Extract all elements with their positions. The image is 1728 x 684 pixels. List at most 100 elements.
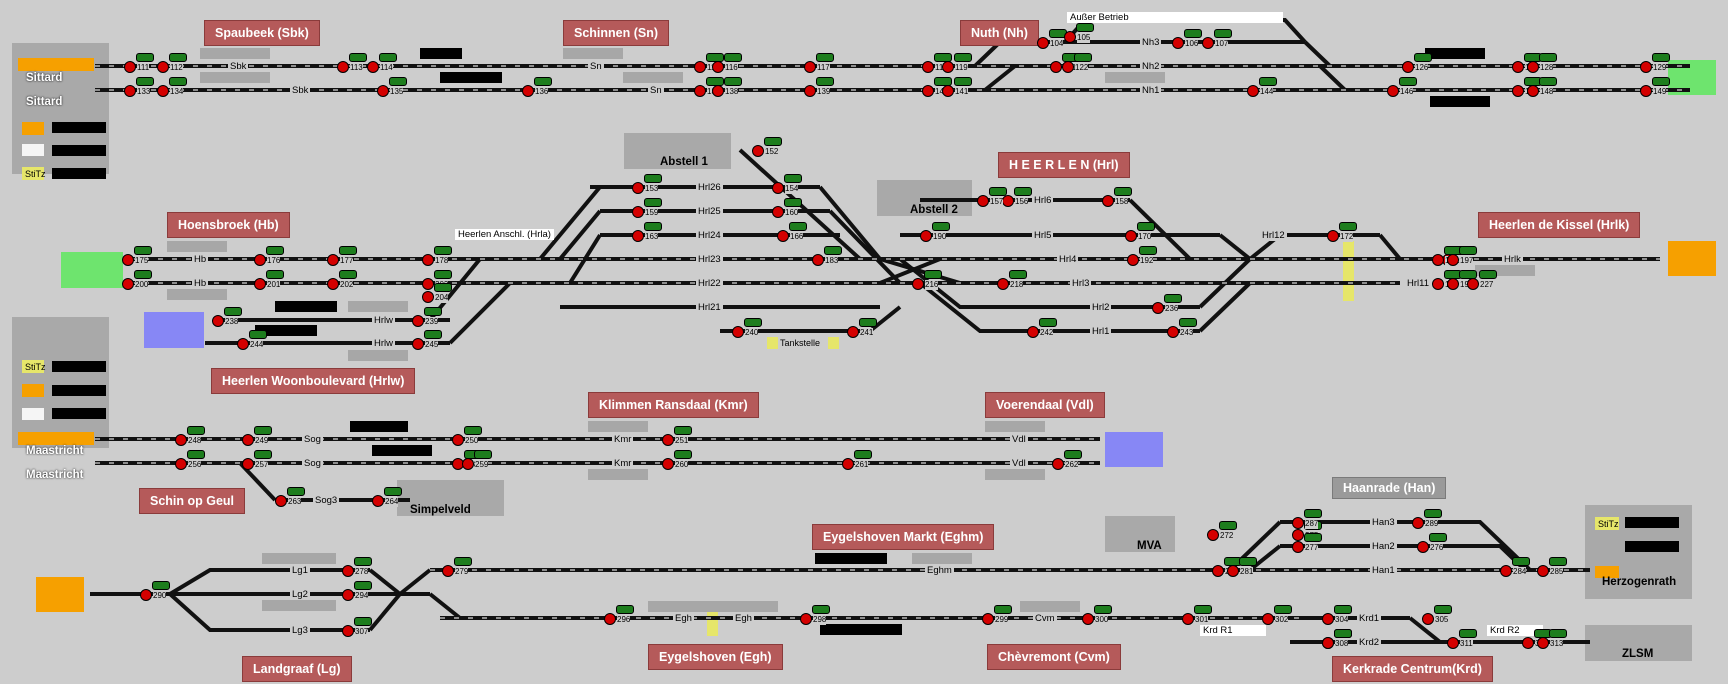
signal-197[interactable]: 197 bbox=[1447, 246, 1487, 272]
signal-140[interactable]: 140 bbox=[922, 77, 962, 103]
exit-pad-kissel-orange[interactable] bbox=[1668, 241, 1716, 276]
signal-256[interactable]: 256 bbox=[175, 450, 215, 476]
signal-287[interactable]: 287 bbox=[1292, 509, 1332, 535]
marker-yellow-tankstelle-a[interactable] bbox=[767, 337, 778, 349]
track-lg1[interactable]: Lg1 bbox=[290, 565, 310, 576]
signal-259[interactable]: 259 bbox=[462, 450, 502, 476]
route-block-1[interactable] bbox=[420, 48, 462, 59]
signal-129[interactable]: 129 bbox=[1640, 53, 1680, 79]
signal-238[interactable]: 238 bbox=[212, 307, 252, 333]
exit-pad-herzogenrath-yellow[interactable] bbox=[1595, 517, 1619, 530]
signal-126[interactable]: 126 bbox=[1402, 53, 1442, 79]
signal-262[interactable]: 262 bbox=[1052, 450, 1092, 476]
signal-105[interactable]: 105 bbox=[1064, 23, 1104, 49]
signal-248[interactable]: 248 bbox=[175, 426, 215, 452]
exit-pad-hoensbroek-green[interactable] bbox=[61, 252, 123, 288]
signal-112[interactable]: 112 bbox=[157, 53, 197, 79]
signal-251[interactable]: 251 bbox=[662, 426, 702, 452]
signal-158[interactable]: 158 bbox=[1102, 187, 1142, 213]
exit-pad-stitz-yellow[interactable] bbox=[22, 167, 44, 180]
track-hrl11[interactable]: Hrl11 bbox=[1405, 278, 1431, 289]
signal-133[interactable]: 133 bbox=[124, 77, 164, 103]
track-vdl-2[interactable]: Vdl bbox=[1010, 458, 1028, 469]
route-block-5[interactable] bbox=[275, 301, 337, 312]
signal-128[interactable]: 128 bbox=[1527, 53, 1567, 79]
signal-276[interactable]: 276 bbox=[1417, 533, 1457, 559]
track-krd2[interactable]: Krd2 bbox=[1357, 637, 1382, 648]
track-nh1[interactable]: Nh1 bbox=[1140, 85, 1162, 96]
signal-111[interactable]: 111 bbox=[124, 53, 164, 79]
signal-159[interactable]: 159 bbox=[632, 198, 672, 224]
signal-148[interactable]: 148 bbox=[1527, 77, 1567, 103]
track-egh-1[interactable]: Egh bbox=[673, 613, 694, 624]
signal-261[interactable]: 261 bbox=[842, 450, 882, 476]
exit-pad-orange-2[interactable] bbox=[22, 384, 44, 397]
track-sog-1[interactable]: Sog bbox=[302, 434, 323, 445]
track-hrl2[interactable]: Hrl2 bbox=[1090, 302, 1112, 313]
route-block-3[interactable] bbox=[1425, 48, 1485, 59]
signal-264[interactable]: 264 bbox=[372, 487, 412, 513]
route-block-9[interactable] bbox=[815, 553, 887, 564]
signal-304[interactable]: 304 bbox=[1322, 605, 1362, 631]
route-block-2[interactable] bbox=[440, 72, 502, 83]
signal-300[interactable]: 300 bbox=[1082, 605, 1122, 631]
signal-157[interactable]: 157 bbox=[977, 187, 1017, 213]
track-lg3[interactable]: Lg3 bbox=[290, 625, 310, 636]
track-hrl4[interactable]: Hrl4 bbox=[1057, 254, 1079, 265]
track-hrlk[interactable]: Hrlk bbox=[1502, 254, 1523, 265]
signal-298[interactable]: 298 bbox=[800, 605, 840, 631]
signal-241[interactable]: 241 bbox=[847, 318, 887, 344]
signal-218[interactable]: 218 bbox=[997, 270, 1037, 296]
signal-294[interactable]: 294 bbox=[342, 581, 382, 607]
exit-pad-voerendaal-blue[interactable] bbox=[1105, 432, 1163, 467]
signal-170[interactable]: 170 bbox=[1125, 222, 1165, 248]
signal-175[interactable]: 175 bbox=[122, 246, 162, 272]
track-sbk-2[interactable]: Sbk bbox=[290, 85, 311, 96]
signal-160[interactable]: 160 bbox=[772, 198, 812, 224]
stitz-block-4[interactable] bbox=[52, 361, 106, 372]
track-han1[interactable]: Han1 bbox=[1370, 565, 1397, 576]
signal-311[interactable]: 311 bbox=[1447, 629, 1487, 655]
track-cvm[interactable]: Cvm bbox=[1033, 613, 1057, 624]
track-egh-2[interactable]: Egh bbox=[733, 613, 754, 624]
track-han2[interactable]: Han2 bbox=[1370, 541, 1397, 552]
signal-278[interactable]: 278 bbox=[342, 557, 382, 583]
exit-pad-white[interactable] bbox=[22, 144, 44, 156]
track-hrl6[interactable]: Hrl6 bbox=[1032, 195, 1054, 206]
signal-239[interactable]: 239 bbox=[412, 307, 452, 333]
track-sog3[interactable]: Sog3 bbox=[313, 495, 340, 506]
signal-279[interactable]: 279 bbox=[442, 557, 482, 583]
track-sn-1[interactable]: Sn bbox=[588, 61, 604, 72]
exit-pad-stitz-orange[interactable] bbox=[22, 122, 44, 135]
marker-yellow-tankstelle-b[interactable] bbox=[828, 337, 839, 349]
signal-172[interactable]: 172 bbox=[1327, 222, 1367, 248]
signal-290[interactable]: 290 bbox=[140, 581, 180, 607]
marker-yellow-hrl[interactable] bbox=[1343, 241, 1354, 301]
signal-177[interactable]: 177 bbox=[327, 246, 367, 272]
track-hrl25[interactable]: Hrl25 bbox=[696, 206, 723, 217]
signal-216[interactable]: 216 bbox=[912, 270, 952, 296]
exit-pad-woonboulevard-blue[interactable] bbox=[144, 312, 204, 348]
signal-257[interactable]: 257 bbox=[242, 450, 282, 476]
signal-146[interactable]: 146 bbox=[1387, 77, 1427, 103]
signal-183[interactable]: 183 bbox=[812, 246, 852, 272]
track-krd1[interactable]: Krd1 bbox=[1357, 613, 1382, 624]
signal-242[interactable]: 242 bbox=[1027, 318, 1067, 344]
exit-pad-landgraaf-orange[interactable] bbox=[36, 577, 84, 612]
signal-192[interactable]: 192 bbox=[1127, 246, 1167, 272]
signal-116[interactable]: 116 bbox=[712, 53, 752, 79]
signal-190[interactable]: 190 bbox=[920, 222, 960, 248]
track-sbk-1[interactable]: Sbk bbox=[228, 61, 249, 72]
signal-166[interactable]: 166 bbox=[777, 222, 817, 248]
signal-134[interactable]: 134 bbox=[157, 77, 197, 103]
signal-178[interactable]: 178 bbox=[422, 246, 462, 272]
track-hrlw-2[interactable]: Hrlw bbox=[372, 338, 395, 349]
signal-245[interactable]: 245 bbox=[412, 330, 452, 356]
signal-277[interactable]: 277 bbox=[1292, 533, 1332, 559]
track-hrl26[interactable]: Hrl26 bbox=[696, 182, 723, 193]
signal-285[interactable]: 285 bbox=[1537, 557, 1577, 583]
track-hrl24[interactable]: Hrl24 bbox=[696, 230, 723, 241]
signal-204[interactable]: 204 bbox=[422, 283, 462, 309]
signal-299[interactable]: 299 bbox=[982, 605, 1022, 631]
signal-307[interactable]: 307 bbox=[342, 617, 382, 643]
